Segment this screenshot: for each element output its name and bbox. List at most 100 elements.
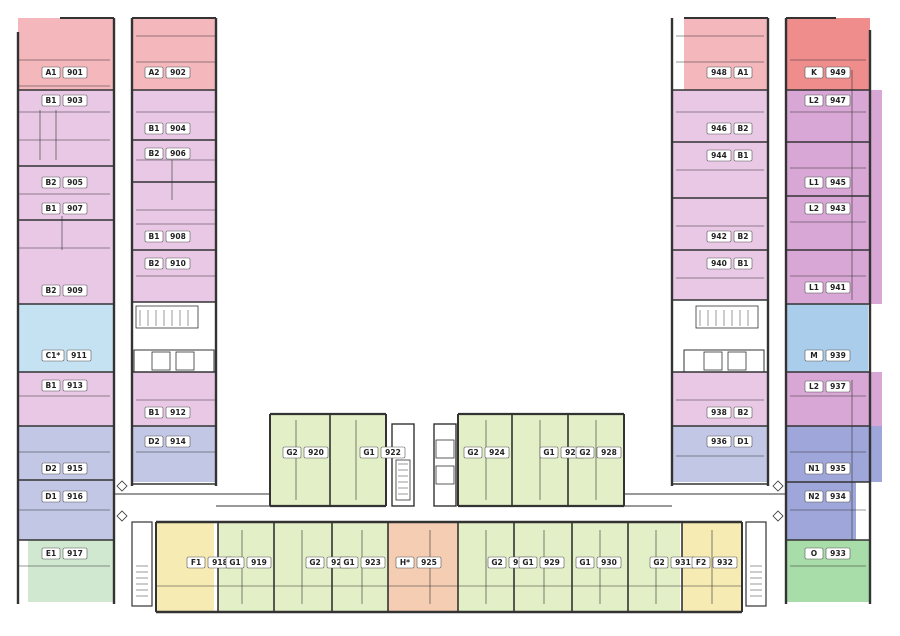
wall-rect bbox=[391, 423, 415, 507]
wall-rect bbox=[133, 349, 215, 373]
unit-949-fill bbox=[786, 18, 870, 90]
unit-type: G2 bbox=[579, 448, 590, 457]
unit-number: 921 bbox=[331, 558, 347, 567]
unit-number: 926 bbox=[565, 448, 581, 457]
wall-rect bbox=[135, 305, 199, 329]
unit-number: 917 bbox=[67, 549, 83, 558]
unit-number: 922 bbox=[385, 448, 401, 457]
unit-number: 919 bbox=[251, 558, 267, 567]
unit-number: 906 bbox=[170, 149, 186, 158]
wall-rect bbox=[745, 521, 767, 607]
unit-number: 944 bbox=[711, 151, 727, 160]
unit-number: 908 bbox=[170, 232, 186, 241]
unit-type: F2 bbox=[696, 558, 706, 567]
unit-number: 937 bbox=[830, 382, 846, 391]
unit-number: 915 bbox=[67, 464, 83, 473]
wall-rect bbox=[695, 305, 759, 329]
unit-type: D1 bbox=[737, 437, 748, 446]
unit-type: G2 bbox=[653, 558, 664, 567]
unit-918-fill bbox=[156, 522, 214, 612]
wall-rect bbox=[435, 465, 455, 485]
unit-type: F1 bbox=[191, 558, 201, 567]
unit-label-911[interactable]: C1*911 bbox=[41, 349, 92, 362]
unit-type: B1 bbox=[46, 96, 57, 105]
unit-number: 945 bbox=[830, 178, 846, 187]
unit-label-928[interactable]: G2 928 bbox=[575, 446, 622, 459]
unit-number: 913 bbox=[67, 381, 83, 390]
unit-type: A2 bbox=[148, 68, 159, 77]
wall-rect bbox=[683, 349, 765, 373]
wall-rect bbox=[433, 423, 457, 507]
unit-902-fill bbox=[132, 18, 216, 90]
unit-label-925[interactable]: H*925 bbox=[395, 556, 442, 569]
unit-number: 901 bbox=[67, 68, 83, 77]
column-marker bbox=[772, 480, 784, 492]
wall-rect bbox=[395, 459, 411, 501]
unit-type: G2 bbox=[286, 448, 297, 457]
unit-label-932[interactable]: F2 932 bbox=[691, 556, 738, 569]
unit-number: 935 bbox=[830, 464, 846, 473]
unit-number: 912 bbox=[170, 408, 186, 417]
unit-number: 905 bbox=[67, 178, 83, 187]
unit-type: G2 bbox=[491, 558, 502, 567]
wall-rect bbox=[727, 351, 747, 371]
unit-type: B2 bbox=[738, 408, 749, 417]
unit-number: 928 bbox=[601, 448, 617, 457]
unit-label-903[interactable]: B1 903 bbox=[41, 94, 88, 107]
unit-number: 932 bbox=[717, 558, 733, 567]
unit-type: L2 bbox=[809, 204, 819, 213]
unit-936-fill bbox=[672, 426, 768, 482]
unit-911-fill bbox=[18, 304, 114, 372]
unit-type: B2 bbox=[738, 232, 749, 241]
unit-number: 946 bbox=[711, 124, 727, 133]
unit-number: 907 bbox=[67, 204, 83, 213]
unit-number: 909 bbox=[67, 286, 83, 295]
unit-number: 930 bbox=[601, 558, 617, 567]
unit-number: 923 bbox=[365, 558, 381, 567]
unit-type: B1 bbox=[738, 259, 749, 268]
unit-number: 903 bbox=[67, 96, 83, 105]
